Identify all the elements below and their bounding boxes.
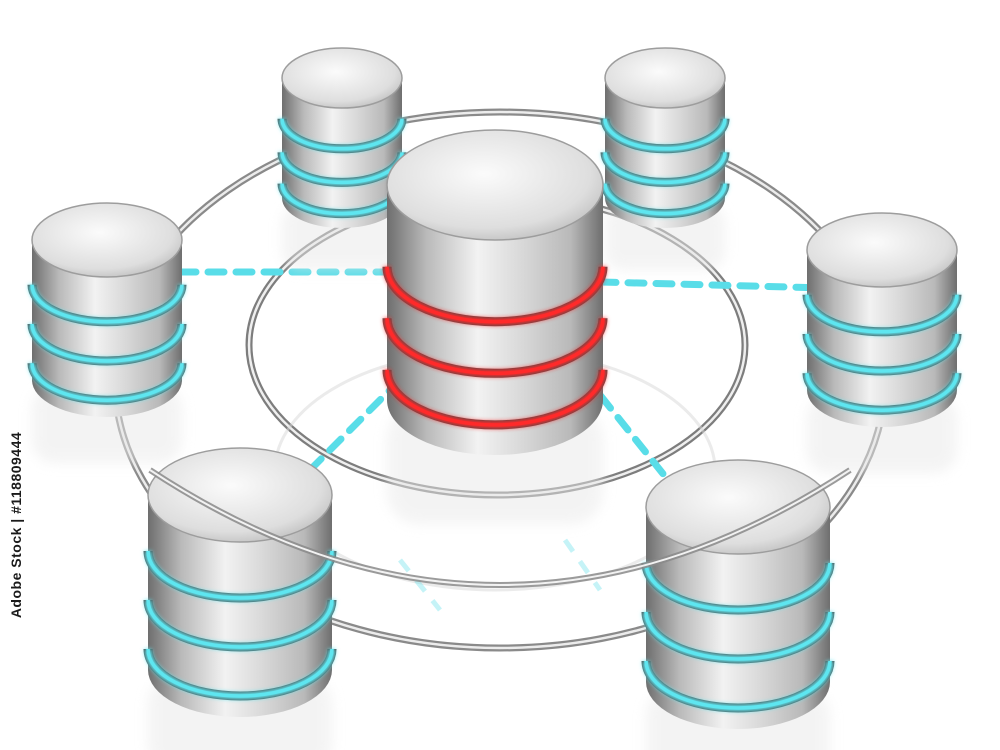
- database-cylinder-bottom-right-glow-line-3: [644, 660, 832, 710]
- database-cylinder-bottom-right-glow-line-2: [644, 611, 832, 661]
- image-id-caption: Adobe Stock | #118809444: [6, 375, 26, 675]
- dashed-link-reflections: [398, 538, 603, 612]
- database-cylinder-top-right: [600, 47, 730, 270]
- front-ring-arc-highlight: [149, 469, 851, 586]
- database-cylinder-right-glow-line-3: [805, 373, 959, 412]
- link-reflection-a: [398, 558, 442, 612]
- database-cylinder-right-body: [807, 250, 957, 427]
- database-cylinder-top-right-top-cap: [604, 47, 726, 109]
- database-cylinder-right-top-cap: [806, 212, 958, 288]
- database-cylinder-left-top-cap: [31, 202, 183, 278]
- database-cylinder-top-left-top-cap: [281, 47, 403, 109]
- image-id-text: Adobe Stock | #118809444: [8, 431, 25, 619]
- database-cylinder-bottom-left-glow-line-2: [146, 599, 334, 649]
- database-cylinder-left: [27, 202, 187, 463]
- database-cylinder-left-glow-line-3: [30, 363, 184, 402]
- database-cylinder-center-top-cap: [386, 129, 604, 241]
- database-cylinder-bottom-left-glow-line-3: [146, 648, 334, 698]
- database-cylinder-top-left-glow-line-1: [280, 118, 404, 151]
- database-cylinder-right-glow-line-2: [805, 333, 959, 373]
- database-cylinder-bottom-left-body: [148, 495, 332, 717]
- database-cylinder-center-glow-line-2: [385, 318, 605, 376]
- database-cylinder-bottom-right-glow-line-1: [644, 562, 832, 612]
- database-cylinder-center-glow-line-3: [385, 369, 605, 427]
- link-right-center: [596, 278, 829, 292]
- link-reflection-b: [562, 538, 603, 592]
- database-cylinder-bottom-right-top-cap: [645, 459, 831, 555]
- database-cylinder-center: [382, 129, 608, 525]
- database-cylinder-right: [802, 212, 962, 473]
- database-cylinder-bottom-right-body: [646, 507, 830, 729]
- database-cylinder-left-glow-line-1: [30, 284, 184, 324]
- database-cylinder-bottom-left: [143, 447, 337, 750]
- database-cylinder-left-glow-line-2: [30, 323, 184, 363]
- database-cylinder-bottom-left-glow-line-1: [146, 550, 334, 600]
- database-cylinder-top-right-glow-line-3: [603, 183, 727, 216]
- database-cylinder-bottom-right: [641, 459, 835, 750]
- database-cylinder-bottom-left-top-cap: [147, 447, 333, 543]
- database-cylinder-top-left: [277, 47, 407, 270]
- database-cylinder-top-right-glow-line-1: [603, 118, 727, 151]
- database-cylinder-right-glow-line-1: [805, 294, 959, 334]
- database-cylinder-center-glow-line-1: [385, 266, 605, 324]
- database-cylinder-top-right-glow-line-2: [603, 152, 727, 185]
- database-cylinder-left-body: [32, 240, 182, 417]
